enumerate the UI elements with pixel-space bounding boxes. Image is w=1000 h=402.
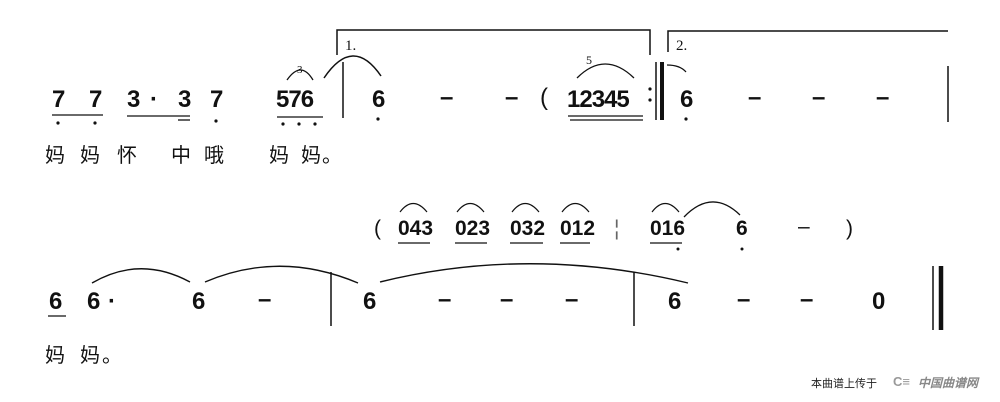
dash: – [748,84,762,111]
note-group: 012 [560,217,596,240]
upload-note: 本曲谱上传于 [811,378,877,390]
dash: – [800,286,814,313]
lyric: 妈 [80,343,100,367]
tie [379,263,689,284]
site-logo-icon: C≡ [893,374,910,389]
lyric: 妈 [269,143,289,167]
note: 7 [89,86,103,113]
dash: – [812,84,826,111]
dash: – [500,286,514,313]
lyric: 妈 [301,143,321,167]
lyric: 妈 [45,143,65,167]
paren: ( [540,84,548,111]
note: 6 [680,86,694,113]
lyric: 怀 [117,143,137,167]
octave-dots [56,87,688,126]
triplet-label: 3 [297,64,303,76]
quintuplet-arc [576,63,635,79]
note-group: 032 [510,217,546,240]
tie [666,64,687,73]
note: 6 [87,288,101,315]
note: 6 [736,217,748,240]
volta-2-label: 2. [676,38,688,54]
note: 7 [210,86,224,113]
note: 3 [178,86,192,113]
note-group: 023 [455,217,491,240]
note: 6 [372,86,386,113]
dash: – [798,215,810,238]
dash: – [258,286,272,313]
tie [683,201,741,218]
dotted-barline: ¦ [614,217,620,240]
dash: – [876,84,890,111]
rest: 0 [872,288,886,315]
volta-1-label: 1. [345,38,357,54]
dot: · [108,288,116,315]
lyric: 妈 [45,343,65,367]
dash: – [737,286,751,313]
triplet-arcs [399,202,680,213]
note: 6 [668,288,682,315]
note-group: 043 [398,217,434,240]
dash: – [565,286,579,313]
tie [204,265,359,284]
lyric: 。 [322,143,342,167]
note: 6 [49,288,63,315]
note: 6 [192,288,206,315]
lyric: 妈 [80,143,100,167]
triplet-arc [286,69,314,81]
note-group: 576 [276,86,314,113]
lyric: 哦 [204,143,224,167]
dash: – [505,84,519,111]
note: 7 [52,86,66,113]
paren: ) [846,217,853,240]
paren: ( [374,217,381,240]
note: 3 [127,86,141,113]
note: 6 [363,288,377,315]
tie [323,55,382,79]
note-group: 12345 [567,86,630,113]
dash: – [440,84,454,111]
site-logo-text[interactable]: 中国曲谱网 [918,376,979,390]
note-group: 016 [650,217,686,240]
quintuplet-label: 5 [586,53,592,67]
dot: · [150,86,158,113]
lyric: 中 [171,143,191,167]
tie [91,268,191,284]
lyric: 。 [102,343,122,367]
volta-1-bracket [336,29,651,55]
volta-2-bracket [667,30,948,52]
dash: – [438,286,452,313]
